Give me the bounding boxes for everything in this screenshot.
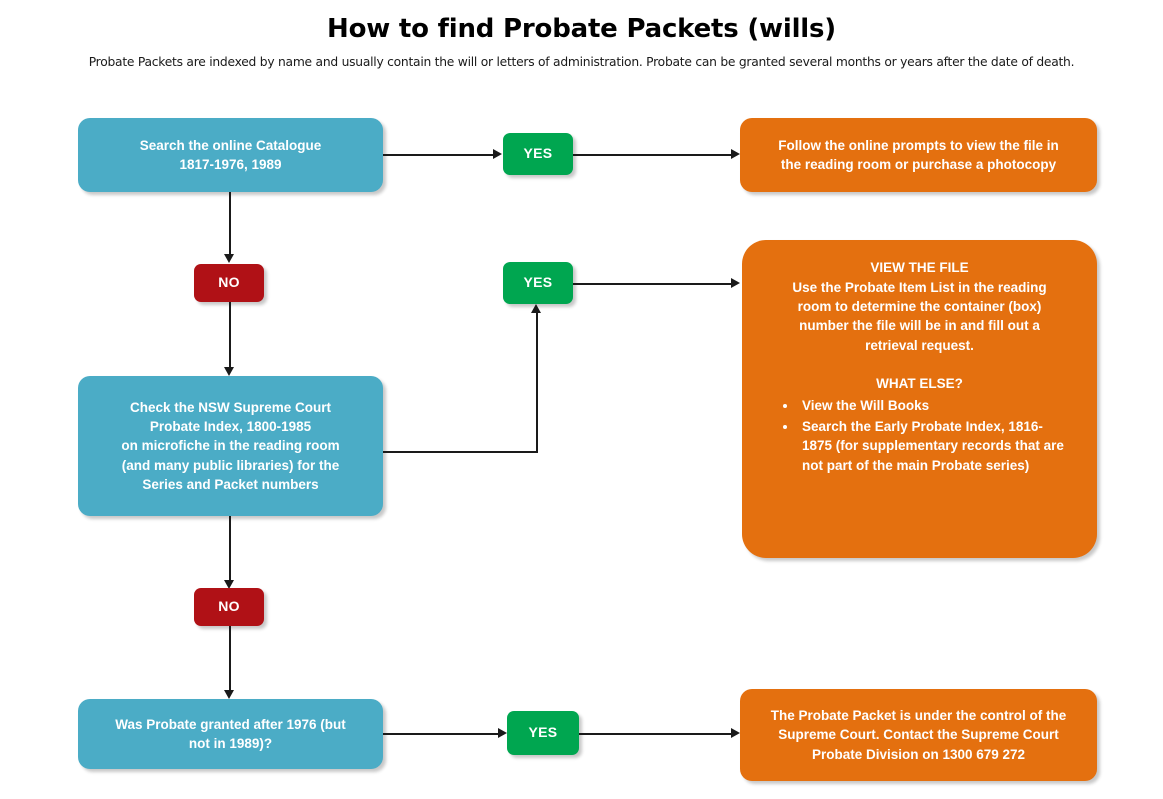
- connector-yes3-to-result3: [579, 733, 734, 735]
- node-line: Was Probate granted after 1976 (but: [115, 716, 346, 732]
- page-subtitle: Probate Packets are indexed by name and …: [88, 55, 1075, 69]
- node-line: Search the online Catalogue: [139, 137, 322, 153]
- connector-yes1-to-result1: [573, 154, 733, 156]
- node-line: the reading room or purchase a photocopy: [780, 157, 1057, 172]
- spacer: [768, 355, 1071, 374]
- badge-yes-3[interactable]: YES: [507, 711, 579, 755]
- node-view-the-file[interactable]: VIEW THE FILE Use the Probate Item List …: [742, 240, 1097, 558]
- connector-step3-to-yes3: [383, 733, 500, 735]
- arrowhead-right: [493, 149, 502, 159]
- node-line: (and many public libraries) for the: [121, 457, 340, 473]
- node-line: Supreme Court. Contact the Supreme Court: [778, 727, 1059, 743]
- list-item: View the Will Books: [798, 396, 1071, 416]
- connector-step2-to-yes2-vertical: [536, 312, 538, 453]
- node-line: Series and Packet numbers: [142, 476, 319, 492]
- node-search-online-catalogue[interactable]: Search the online Catalogue 1817-1976, 1…: [78, 118, 383, 192]
- node-supreme-court-contact[interactable]: The Probate Packet is under the control …: [740, 689, 1097, 781]
- connector-yes2-to-result2: [573, 283, 733, 285]
- arrowhead-right: [731, 728, 740, 738]
- node-line: The Probate Packet is under the control …: [770, 708, 1067, 724]
- result-heading: VIEW THE FILE: [870, 260, 969, 275]
- connector-step1-to-yes1: [383, 154, 495, 156]
- badge-no-1[interactable]: NO: [194, 264, 264, 302]
- arrowhead-down: [224, 254, 234, 263]
- result-body-line: room to determine the container (box): [797, 299, 1042, 315]
- node-line: Probate Index, 1800-1985: [149, 419, 312, 435]
- connector-step2-to-no2: [229, 516, 231, 582]
- badge-yes-1[interactable]: YES: [503, 133, 573, 175]
- connector-step1-to-no1: [229, 192, 231, 256]
- badge-label: YES: [523, 145, 553, 162]
- arrowhead-down: [224, 580, 234, 589]
- node-check-nsw-probate-index[interactable]: Check the NSW Supreme Court Probate Inde…: [78, 376, 383, 516]
- arrowhead-right: [731, 278, 740, 288]
- arrowhead-down: [224, 367, 234, 376]
- node-line: Follow the online prompts to view the fi…: [778, 137, 1059, 153]
- node-line: Probate Division on 1300 679 272: [811, 746, 1026, 762]
- node-line: on microfiche in the reading room: [121, 438, 340, 454]
- arrowhead-up: [531, 304, 541, 313]
- node-line: 1817-1976, 1989: [179, 157, 282, 172]
- arrowhead-down: [224, 690, 234, 699]
- connector-no1-to-step2: [229, 302, 231, 370]
- badge-label: YES: [528, 724, 558, 741]
- badge-no-2[interactable]: NO: [194, 588, 264, 626]
- connector-no2-to-step3: [229, 626, 231, 693]
- result-body-line: number the file will be in and fill out …: [799, 318, 1040, 334]
- node-line: not in 1989)?: [188, 736, 273, 751]
- node-line: Check the NSW Supreme Court: [129, 400, 332, 416]
- list-item: Search the Early Probate Index, 1816-187…: [798, 417, 1071, 476]
- result-body-line: Use the Probate Item List in the reading: [792, 280, 1047, 296]
- arrowhead-right: [731, 149, 740, 159]
- result-secondary-heading: WHAT ELSE?: [876, 375, 963, 391]
- connector-step2-to-yes2-horizontal: [383, 451, 538, 453]
- page-title: How to find Probate Packets (wills): [327, 14, 836, 44]
- badge-label: NO: [218, 598, 240, 615]
- badge-label: YES: [523, 274, 553, 291]
- node-follow-online-prompts[interactable]: Follow the online prompts to view the fi…: [740, 118, 1097, 192]
- arrowhead-right: [498, 728, 507, 738]
- badge-label: NO: [218, 274, 240, 291]
- what-else-list: View the Will Books Search the Early Pro…: [768, 396, 1071, 476]
- badge-yes-2[interactable]: YES: [503, 262, 573, 304]
- node-probate-granted-after-1976[interactable]: Was Probate granted after 1976 (but not …: [78, 699, 383, 769]
- result-body-line: retrieval request.: [865, 337, 974, 353]
